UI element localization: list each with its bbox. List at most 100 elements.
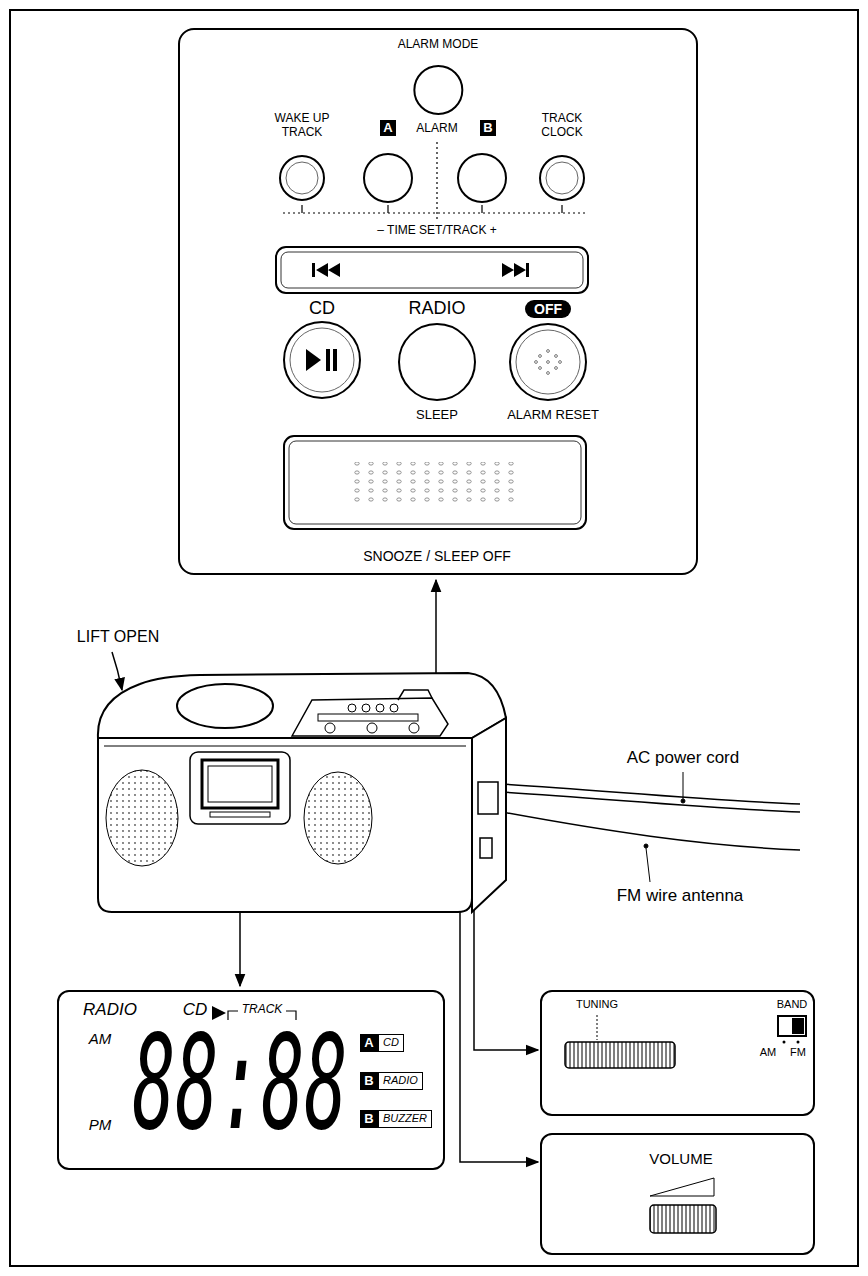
page-frame xyxy=(10,10,858,1266)
clock-radio-body xyxy=(348,704,356,712)
radio-sleep-button: RADIOSLEEP xyxy=(395,296,479,428)
cords xyxy=(646,848,650,882)
panel-text: TRACK xyxy=(242,1003,283,1017)
tuning-band-panel: TUNINGBANDAMFM xyxy=(540,990,815,1116)
panel-text: RADIO xyxy=(378,1072,423,1090)
panel-text: BAND xyxy=(777,998,808,1011)
clock-radio-body xyxy=(104,746,466,747)
dotted-bracket xyxy=(436,142,437,220)
clock-radio-body xyxy=(98,738,472,912)
button-texture xyxy=(547,350,550,353)
part-label: FM wire antenna xyxy=(617,886,744,906)
clock-radio-body xyxy=(472,718,506,912)
button-rim xyxy=(399,324,475,400)
volume-controls xyxy=(650,1178,716,1233)
button-inner-ring xyxy=(516,330,580,394)
wake-up-track-button: WAKE UP TRACK xyxy=(266,110,338,204)
tuning-controls xyxy=(783,1041,786,1044)
panel-text: CD xyxy=(378,1034,404,1052)
panel-text: OFF xyxy=(525,300,571,318)
play-symbol xyxy=(306,349,321,371)
track-clock-button: TRACK CLOCK xyxy=(526,110,598,204)
cords xyxy=(500,792,800,812)
panel-text: CD xyxy=(309,298,335,319)
tuning-controls xyxy=(797,1041,800,1044)
cords xyxy=(683,772,684,799)
panel-text: SNOOZE / SLEEP OFF xyxy=(363,548,511,564)
button-rim xyxy=(414,66,462,114)
dotted-bracket xyxy=(283,212,585,213)
button-texture xyxy=(535,361,538,364)
skip-buttons xyxy=(276,247,588,293)
skip-buttons xyxy=(276,247,588,293)
tuning-controls xyxy=(597,1015,598,1040)
clock-radio-body xyxy=(390,704,398,712)
clock-radio-body xyxy=(202,760,278,808)
button-inner-ring xyxy=(290,328,354,392)
button-rim xyxy=(458,154,506,202)
clock-radio-body xyxy=(190,752,290,824)
clock-radio-body xyxy=(478,782,498,814)
tuning-controls xyxy=(778,1016,806,1036)
dotted-bracket xyxy=(302,205,562,213)
panel-text: A xyxy=(360,1034,378,1052)
clock-radio-body xyxy=(208,766,272,802)
clock-radio-body xyxy=(325,723,335,733)
button-texture xyxy=(555,355,558,358)
leader-arrows xyxy=(460,880,538,1162)
button-texture xyxy=(539,355,542,358)
page-frame xyxy=(10,10,858,1266)
alarm-b-radio-indicator: BRADIO xyxy=(360,1072,423,1090)
tuning-controls xyxy=(792,1018,804,1034)
snooze-grille xyxy=(350,462,520,504)
button-texture xyxy=(547,361,550,364)
panel-text: 88:88 xyxy=(132,1018,347,1148)
control-panel: ALARM MODE WAKE UP TRACK A B TRACK CLOCK CD RA… xyxy=(178,28,698,575)
part-label: AC power cord xyxy=(627,748,739,768)
panel-text: RADIO xyxy=(83,1000,137,1020)
pause-symbol xyxy=(333,349,337,371)
skip-buttons xyxy=(526,263,529,277)
clock-radio-body xyxy=(98,673,506,738)
panel-text: PM xyxy=(89,1116,112,1133)
cords xyxy=(500,784,800,804)
alarm-a-button: A xyxy=(360,116,416,206)
skip-buttons xyxy=(502,263,526,277)
panel-text: – TIME SET/TRACK + xyxy=(377,224,496,238)
button-rim xyxy=(364,154,412,202)
clock-radio-body xyxy=(362,704,370,712)
off-alarm-reset-button: OFFALARM RESET xyxy=(498,296,608,428)
volume-controls xyxy=(650,1205,716,1233)
alarm-mode-button: ALARM MODE xyxy=(394,36,483,116)
panel-text: FM xyxy=(790,1046,806,1059)
snooze-bar: SNOOZE / SLEEP OFF xyxy=(283,435,587,568)
skip-buttons xyxy=(312,263,315,277)
panel-text: WAKE UP TRACK xyxy=(271,112,333,140)
alarm-b-button: B xyxy=(454,116,510,206)
part-label: ALARM xyxy=(416,122,457,136)
cords xyxy=(644,844,648,848)
cords xyxy=(681,799,685,803)
tuning-controls xyxy=(565,1042,675,1068)
panel-text: ALARM MODE xyxy=(398,38,479,52)
clock-radio-body xyxy=(318,714,418,721)
button-rim xyxy=(510,324,586,400)
panel-text: AM xyxy=(89,1030,112,1047)
leader-arrows xyxy=(112,652,122,690)
panel-text: BUZZER xyxy=(378,1110,432,1128)
panel-text: TRACK CLOCK xyxy=(531,112,593,140)
button-texture xyxy=(555,367,558,370)
skip-buttons xyxy=(316,263,340,277)
panel-text: A xyxy=(380,120,396,136)
snooze-bar-inner xyxy=(289,441,581,524)
panel-text: CD xyxy=(183,1000,208,1020)
panel-text: B xyxy=(360,1072,378,1090)
clock-radio-body xyxy=(398,690,432,700)
part-label: LIFT OPEN xyxy=(77,628,159,646)
clock-radio-body xyxy=(304,772,372,864)
cords xyxy=(500,772,800,882)
dotted-bracket xyxy=(283,142,585,220)
panel-text: TUNING xyxy=(576,998,618,1011)
button-inner-ring xyxy=(546,162,578,194)
